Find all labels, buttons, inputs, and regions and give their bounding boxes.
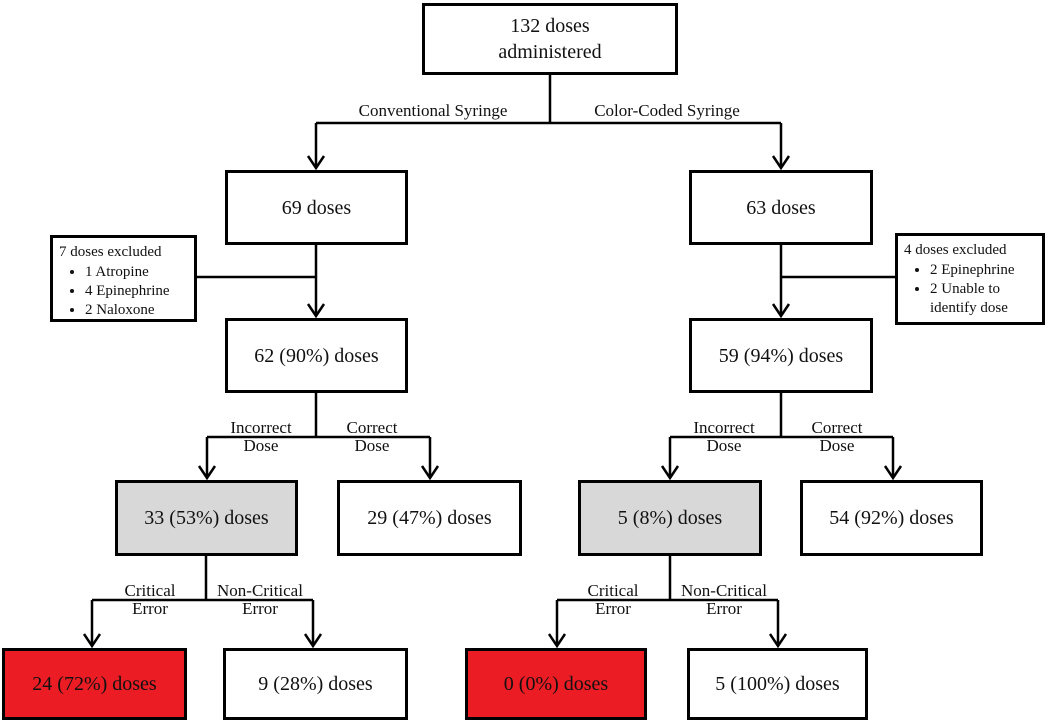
conventional-excluded-note: 7 doses excluded 1 Atropine 4 Epinephrin… [50,235,197,322]
split-conv-dose [205,393,432,478]
label-line: Dose [706,436,742,455]
label-line: Correct [811,418,863,437]
color-coded-syringe-label: Color-Coded Syringe [594,101,740,120]
conventional-non-critical-error-label: Non-Critical Error [195,582,325,618]
conventional-after-exclusion-box: 62 (90%) doses [225,318,408,393]
color-coded-incorrect-dose-label: Incorrect Dose [659,419,789,455]
label-line: Dose [819,436,855,455]
conventional-incorrect-dose-label: Incorrect Dose [196,419,326,455]
arrowhead-icons [82,155,903,649]
conventional-critical-error-label: Critical Error [85,582,215,618]
arrowhead-icon [547,633,567,649]
excluded-item: 1 Atropine [85,263,191,282]
color-coded-excluded-title: 4 doses excluded [904,242,1007,258]
color-coded-non-critical-error-label: Non-Critical Error [659,582,789,618]
excluded-item: 2 Unable to identify dose [930,280,1039,318]
label-line: Error [132,599,168,618]
color-coded-excluded-list: 2 Epinephrine 2 Unable to identify dose [904,261,1039,318]
excluded-item: 2 Epinephrine [930,261,1039,280]
label-line: Dose [354,436,390,455]
connector-segments [90,75,895,646]
color-coded-critical-error-box: 0 (0%) doses [465,648,647,720]
label-line: Correct [346,418,398,437]
conventional-syringe-label: Conventional Syringe [358,101,508,120]
arrowhead-icon [306,303,326,319]
label-line: Error [706,599,742,618]
arrowhead-icon [197,465,217,481]
color-coded-critical-error-label: Critical Error [548,582,678,618]
conventional-correct-dose-label: Correct Dose [307,419,437,455]
arrowhead-icon [883,465,903,481]
color-coded-doses-box: 63 doses [689,170,873,245]
conventional-critical-error-box: 24 (72%) doses [2,648,187,720]
label-line: Incorrect [230,418,292,437]
split-cc-error [555,556,780,646]
split-cc-dose [668,393,895,478]
excluded-item: 4 Epinephrine [85,282,191,301]
conventional-doses-box: 69 doses [225,170,408,245]
label-line: Error [595,599,631,618]
color-coded-incorrect-doses-box: 5 (8%) doses [578,480,762,556]
total-doses-line1: 132 doses [510,15,590,37]
color-coded-after-exclusion-box: 59 (94%) doses [689,318,873,393]
total-doses-line2: administered [498,41,602,63]
color-coded-non-critical-error-box: 5 (100%) doses [687,648,868,720]
conventional-excluded-title: 7 doses excluded [59,244,162,260]
conventional-incorrect-doses-box: 33 (53%) doses [115,480,298,556]
color-coded-correct-doses-box: 54 (92%) doses [800,480,983,556]
connector-excluded [197,245,895,316]
arrowhead-icon [420,465,440,481]
conventional-excluded-list: 1 Atropine 4 Epinephrine 2 Naloxone [59,263,191,320]
label-line: Dose [243,436,279,455]
label-line: Error [242,599,278,618]
color-coded-excluded-note: 4 doses excluded 2 Epinephrine 2 Unable … [895,233,1045,325]
conventional-correct-doses-box: 29 (47%) doses [337,480,522,556]
arrowhead-icon [771,155,791,171]
arrowhead-icon [768,633,788,649]
label-line: Incorrect [693,418,755,437]
label-line: Critical [587,581,639,600]
split-conv-error [90,556,315,646]
label-line: Critical [124,581,176,600]
arrowhead-icon [660,465,680,481]
total-doses-box: 132 doses administered [422,3,678,75]
arrowhead-icon [303,633,323,649]
conventional-non-critical-error-box: 9 (28%) doses [223,648,408,720]
split-root [314,75,783,168]
label-line: Non-Critical [217,581,303,600]
arrowhead-icon [82,633,102,649]
label-line: Non-Critical [681,581,767,600]
arrowhead-icon [306,155,326,171]
color-coded-correct-dose-label: Correct Dose [772,419,902,455]
excluded-item: 2 Naloxone [85,301,191,320]
arrowhead-icon [771,303,791,319]
